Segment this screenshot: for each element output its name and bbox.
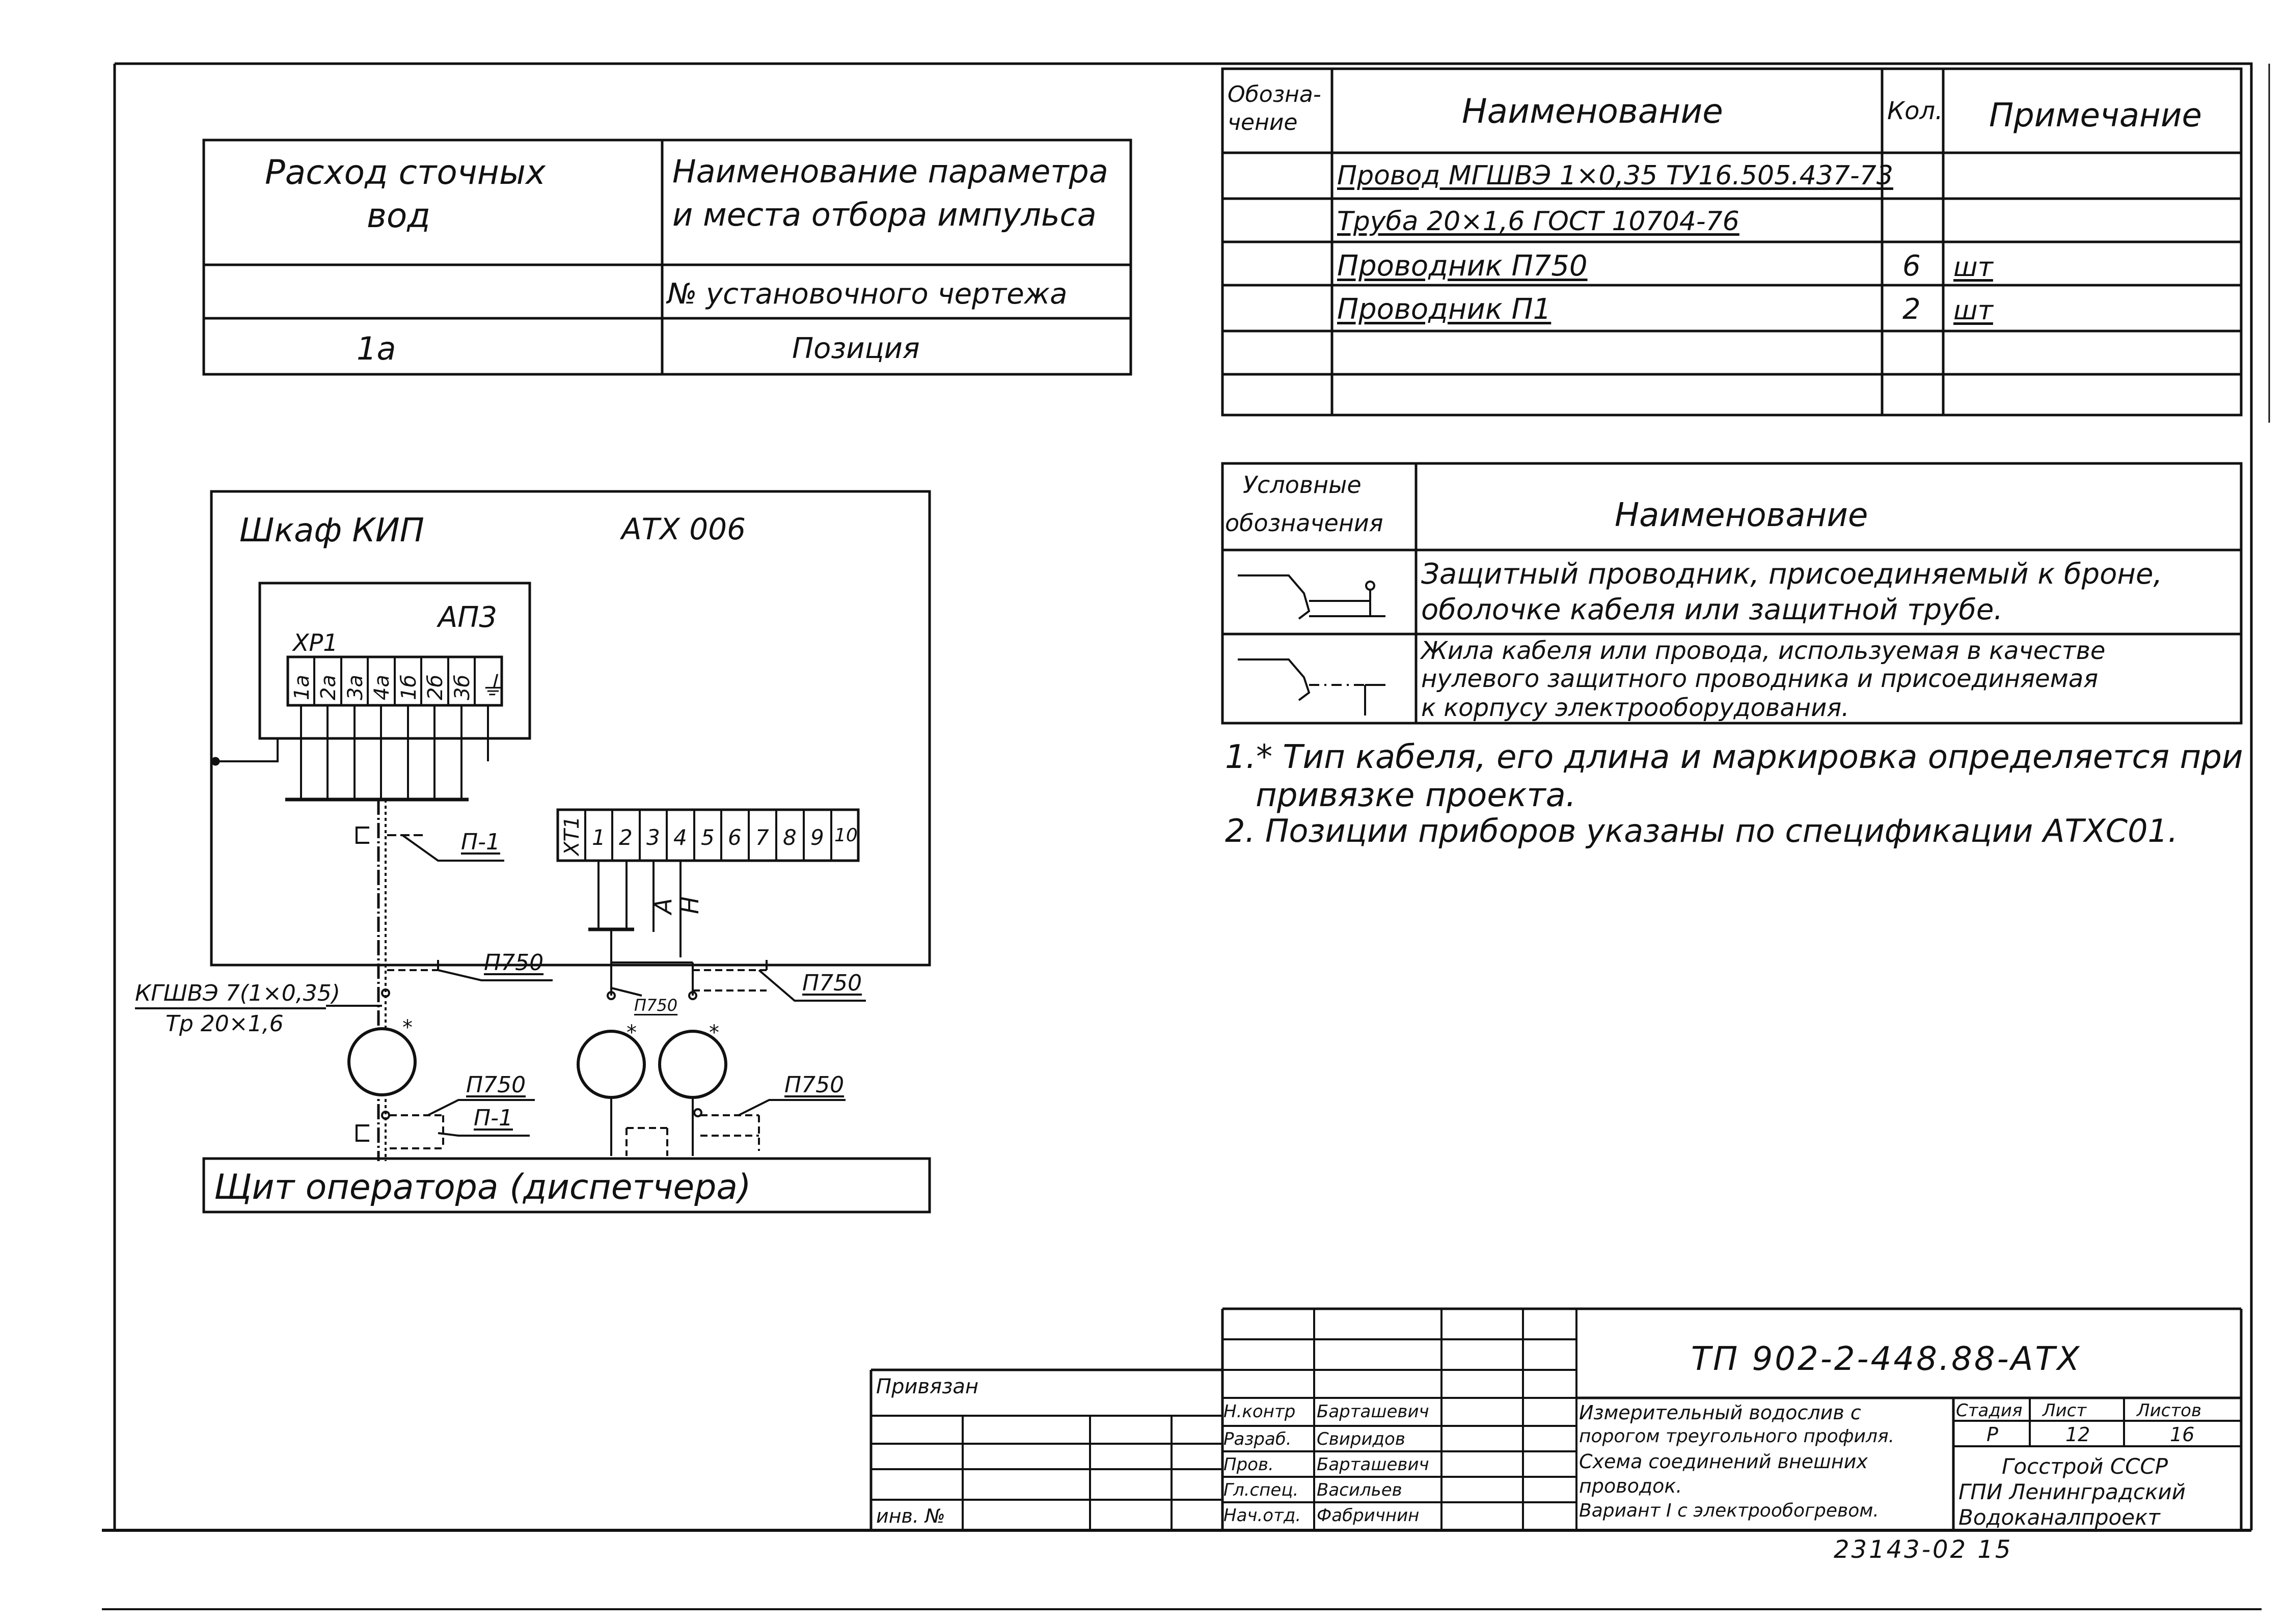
spec-row-4-note: шт [1953, 295, 1993, 326]
cabinet-label: Шкаф КИП [239, 512, 424, 549]
param-row3-left: 1а [357, 330, 396, 367]
p750-label-right: П750 [802, 970, 862, 996]
role-norm-control: Н.контр [1223, 1401, 1296, 1422]
sheet-value: 12 [2065, 1423, 2090, 1446]
terminal-2b: 2б [424, 674, 447, 700]
terminal-2a: 2а [317, 675, 340, 700]
motor-3-star: * [709, 1021, 719, 1044]
stage-header: Стадия [1956, 1400, 2023, 1421]
terminal-1b: 1б [397, 674, 421, 700]
xt1-terminal-10: 10 [834, 825, 858, 846]
ground-icon: ⏚ [479, 671, 506, 702]
spec-row-3-note: шт [1953, 252, 1993, 283]
inventory-label: инв. № [876, 1505, 945, 1527]
legend-row2-l2: нулевого защитного проводника и присоеди… [1421, 665, 2099, 693]
xt1-terminal-1: 1 [592, 825, 606, 850]
sheets-value: 16 [2170, 1423, 2195, 1446]
terminal-strip-label: ХР1 [293, 629, 338, 656]
spec-row-4-qty: 2 [1902, 293, 1921, 326]
xt1-terminal-2: 2 [619, 825, 633, 850]
phase-label-a: А [649, 898, 677, 914]
cabinet-code: АТХ 006 [621, 512, 746, 546]
legend-h-symbol-l2: обозначения [1225, 509, 1383, 537]
p750-label-upper: П750 [484, 950, 544, 976]
org-l3: Водоканалпроект [1958, 1505, 2160, 1530]
spec-row-2-name: Труба 20×1,6 ГОСТ 10704-76 [1337, 206, 1739, 237]
legend-row1-l1: Защитный проводник, присоединяемый к бро… [1421, 558, 2163, 591]
spec-h-name: Наименование [1462, 92, 1723, 131]
archive-number: 23143-02 15 [1834, 1535, 2013, 1564]
sheet-title-l5: Вариант I с электрообогревом. [1579, 1500, 1879, 1521]
xt1-label: ХТ1 [560, 816, 584, 856]
legend-row2-l1: Жила кабеля или провода, используемая в … [1421, 637, 2106, 665]
param-install-drawing: № установочного чертежа [667, 278, 1068, 311]
name-dept-head: Фабричнин [1317, 1505, 1420, 1526]
xt1-terminal-5: 5 [701, 825, 715, 850]
phase-label-n: Н [676, 896, 704, 914]
cable-spec-l2: Тр 20×1,6 [166, 1011, 284, 1037]
p750-label-lower-left: П750 [466, 1072, 526, 1098]
sheets-header: Листов [2137, 1400, 2202, 1421]
param-right-header-l2: и места отбора импульса [672, 196, 1097, 233]
note-2: 2. Позиции приборов указаны по специфика… [1225, 812, 2178, 849]
note-1-line-2: привязке проекта. [1256, 777, 1576, 814]
xt1-terminal-4: 4 [673, 825, 687, 850]
note-1-line-1: 1.* Тип кабеля, его длина и маркировка о… [1225, 738, 2243, 776]
legend-h-name: Наименование [1615, 497, 1868, 534]
legend-row1-l2: оболочке кабеля или защитной трубе. [1421, 593, 2003, 626]
legend-h-symbol-l1: Условные [1243, 471, 1362, 499]
role-developer: Разраб. [1223, 1429, 1292, 1449]
p1-label-upper: П-1 [461, 829, 500, 855]
motor-1-star: * [402, 1016, 413, 1039]
role-dept-head: Нач.отд. [1223, 1505, 1301, 1526]
name-chief-specialist: Васильев [1317, 1480, 1402, 1500]
role-checker: Пров. [1223, 1454, 1274, 1475]
name-checker: Барташевич [1317, 1454, 1429, 1475]
sheet-title-l2: порогом треугольного профиля. [1579, 1426, 1895, 1447]
block-label: АП3 [438, 601, 498, 634]
operator-panel-label: Щит оператора (диспетчера) [214, 1167, 751, 1207]
xt1-terminal-9: 9 [810, 825, 824, 850]
terminal-1a: 1а [290, 675, 314, 700]
sheet-title-l4: проводок. [1579, 1475, 1682, 1497]
sheet-title-l1: Измерительный водослив с [1579, 1401, 1861, 1424]
spec-h-note: Примечание [1989, 97, 2202, 134]
sheet-title-l3: Схема соединений внешних [1579, 1450, 1868, 1473]
spec-row-4-name: Проводник П1 [1337, 293, 1552, 326]
param-left-header-l2: вод [367, 196, 430, 235]
name-developer: Свиридов [1317, 1429, 1405, 1449]
name-norm-control: Барташевич [1317, 1401, 1429, 1422]
terminal-3a: 3а [344, 675, 367, 700]
spec-h-designation-l1: Обозна- [1228, 81, 1321, 107]
stage-value: Р [1986, 1423, 1998, 1446]
spec-row-3-name: Проводник П750 [1337, 250, 1588, 283]
cable-spec-l1: КГШВЭ 7(1×0,35) [135, 980, 340, 1006]
spec-h-qty: Кол. [1887, 97, 1943, 125]
xt1-terminal-6: 6 [728, 825, 742, 850]
motor-2-star: * [627, 1021, 637, 1044]
sheet-header: Лист [2043, 1400, 2087, 1421]
terminal-4a: 4а [370, 675, 394, 700]
org-l1: Госстрой СССР [2002, 1454, 2168, 1479]
p750-label-lower-right: П750 [784, 1072, 845, 1098]
xt1-terminal-8: 8 [783, 825, 797, 850]
doc-code: ТП 902-2-448.88-АТХ [1691, 1340, 2082, 1378]
legend-row2-l3: к корпусу электрооборудования. [1421, 694, 1849, 722]
org-l2: ГПИ Ленинградский [1958, 1479, 2186, 1504]
param-right-header-l1: Наименование параметра [672, 153, 1108, 190]
param-position: Позиция [792, 332, 920, 365]
xt1-terminal-7: 7 [755, 825, 769, 850]
p750-label-mid: П750 [634, 996, 678, 1015]
p1-label-lower: П-1 [474, 1105, 513, 1131]
xt1-terminal-3: 3 [646, 825, 660, 850]
spec-h-designation-l2: чение [1228, 109, 1298, 135]
spec-row-1-name: Провод МГШВЭ 1×0,35 ТУ16.505.437-73 [1337, 160, 1893, 191]
param-left-header-l1: Расход сточных [265, 153, 546, 192]
tied-label: Привязан [876, 1375, 979, 1398]
role-chief-specialist: Гл.спец. [1223, 1480, 1299, 1500]
terminal-3b: 3б [451, 674, 474, 700]
spec-row-3-qty: 6 [1902, 250, 1921, 283]
